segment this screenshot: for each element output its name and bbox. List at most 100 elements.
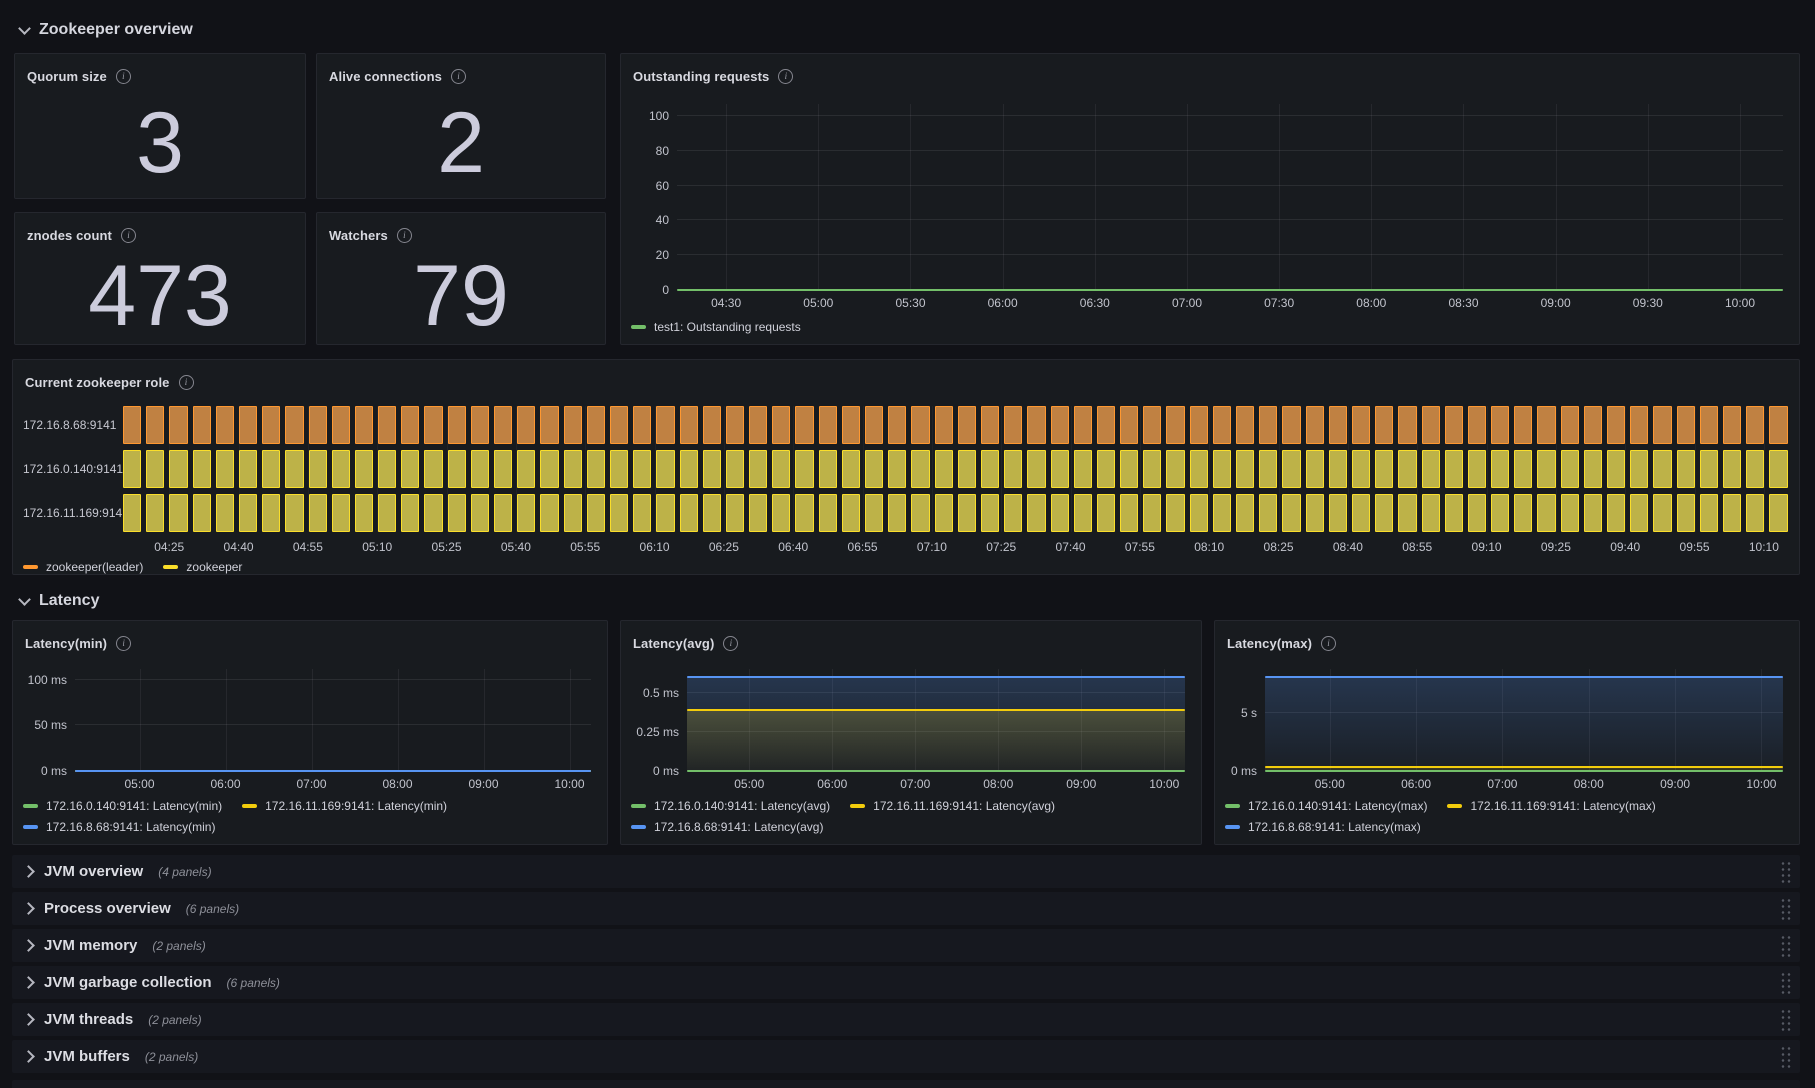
state-bar[interactable] [378,494,397,532]
state-bar[interactable] [331,450,350,488]
state-bar[interactable] [934,406,953,444]
info-icon[interactable] [178,374,194,390]
state-bar[interactable] [1491,450,1510,488]
state-bar[interactable] [1560,494,1579,532]
state-bar[interactable] [563,494,582,532]
state-bar[interactable] [1305,450,1324,488]
state-bar[interactable] [1630,406,1649,444]
state-bar[interactable] [980,406,1000,444]
state-bar[interactable] [1560,450,1579,488]
state-bar[interactable] [1746,494,1765,532]
state-bar[interactable] [192,494,211,532]
state-bar[interactable] [447,450,466,488]
state-bar[interactable] [841,406,860,444]
panel-title[interactable]: Outstanding requests [633,68,770,84]
state-bar[interactable] [1653,406,1672,444]
state-bar[interactable] [1467,406,1487,444]
drag-handle[interactable] [1780,1045,1791,1068]
state-bar[interactable] [1746,406,1765,444]
state-bar[interactable] [192,406,211,444]
state-bar[interactable] [1676,406,1695,444]
state-bar[interactable] [1166,406,1185,444]
state-bar[interactable] [1143,450,1162,488]
state-bar[interactable] [725,406,745,444]
state-bar[interactable] [1096,450,1116,488]
state-bar[interactable] [795,494,814,532]
state-bar[interactable] [424,450,443,488]
state-bar[interactable] [1120,450,1139,488]
state-bar[interactable] [795,406,814,444]
state-bar[interactable] [540,494,559,532]
state-bar[interactable] [1328,406,1347,444]
state-bar[interactable] [378,450,397,488]
state-bar[interactable] [1722,494,1742,532]
state-bar[interactable] [888,450,907,488]
state-bar[interactable] [1444,406,1463,444]
state-bar[interactable] [1120,406,1139,444]
state-bar[interactable] [470,406,489,444]
state-bar[interactable] [169,406,188,444]
state-bar[interactable] [1769,450,1788,488]
state-bar[interactable] [1236,494,1255,532]
drag-handle[interactable] [1780,971,1791,994]
partial-row[interactable] [12,1080,1800,1088]
drag-handle[interactable] [1780,1008,1791,1031]
info-icon[interactable] [120,227,136,243]
state-bar[interactable] [702,450,721,488]
state-bar[interactable] [424,406,443,444]
row-jvm-threads[interactable]: JVM threads(2 panels) [12,1003,1800,1036]
state-bar[interactable] [1351,450,1371,488]
state-bar[interactable] [1050,450,1069,488]
state-bar[interactable] [749,406,768,444]
state-bar[interactable] [517,406,536,444]
state-bar[interactable] [1282,494,1301,532]
state-bar[interactable] [1073,406,1092,444]
state-bar[interactable] [1583,450,1602,488]
state-bar[interactable] [470,450,489,488]
state-bar[interactable] [1537,450,1556,488]
state-bar[interactable] [609,494,629,532]
state-bar[interactable] [679,450,698,488]
state-bar[interactable] [656,406,675,444]
state-bar[interactable] [262,450,281,488]
state-bar[interactable] [1699,406,1718,444]
state-bar[interactable] [1514,406,1533,444]
section-row-zookeeper-overview[interactable]: Zookeeper overview [18,18,193,42]
state-bar[interactable] [1375,450,1394,488]
state-bar[interactable] [1699,450,1718,488]
state-bar[interactable] [1699,494,1718,532]
state-bar[interactable] [818,494,837,532]
state-bar[interactable] [354,450,374,488]
state-bar[interactable] [308,406,327,444]
info-icon[interactable] [116,635,132,651]
state-bar[interactable] [354,406,374,444]
state-bar[interactable] [725,450,745,488]
state-bar[interactable] [1537,406,1556,444]
state-bar[interactable] [1583,494,1602,532]
state-bar[interactable] [1769,406,1788,444]
state-bar[interactable] [1653,450,1672,488]
state-bar[interactable] [1259,494,1278,532]
state-bar[interactable] [262,406,281,444]
state-bar[interactable] [609,406,629,444]
state-bar[interactable] [1166,450,1185,488]
state-bar[interactable] [818,450,837,488]
legend-item[interactable]: 172.16.8.68:9141: Latency(avg) [631,820,823,834]
legend-item[interactable]: 172.16.11.169:9141: Latency(min) [242,799,447,813]
state-bar[interactable] [633,450,652,488]
state-bar[interactable] [123,450,142,488]
state-bar[interactable] [1212,494,1231,532]
state-bar[interactable] [494,494,513,532]
panel-title[interactable]: Quorum size [27,68,107,84]
state-bar[interactable] [494,450,513,488]
state-bar[interactable] [447,494,466,532]
state-bar[interactable] [1398,406,1417,444]
state-bar[interactable] [331,494,350,532]
state-bar[interactable] [1328,450,1347,488]
state-bar[interactable] [911,450,930,488]
state-bar[interactable] [494,406,513,444]
state-bar[interactable] [679,494,698,532]
state-bar[interactable] [192,450,211,488]
state-bar[interactable] [1189,406,1208,444]
panel-title[interactable]: znodes count [27,227,112,243]
